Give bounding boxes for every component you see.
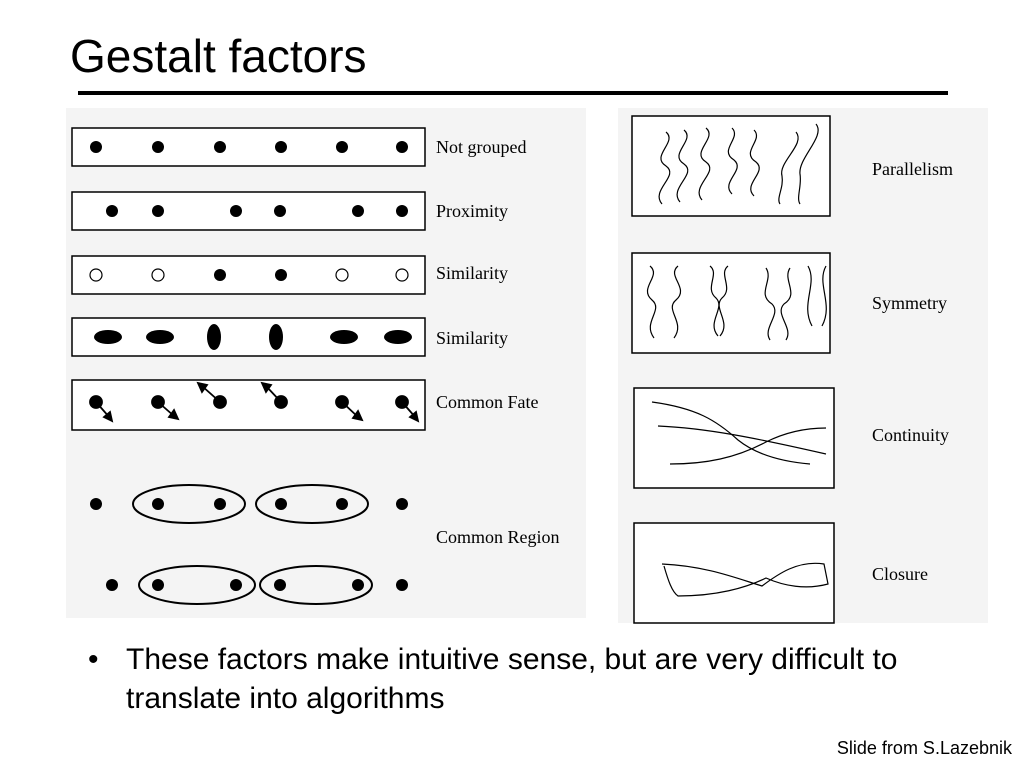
dot <box>352 205 364 217</box>
row-label: Common Fate <box>436 392 539 412</box>
row-box <box>71 191 426 231</box>
dot <box>152 141 164 153</box>
hollow-dot <box>89 268 103 282</box>
dot <box>214 141 226 153</box>
dot <box>230 579 242 591</box>
vertical-ellipse <box>269 324 283 350</box>
row-label: Proximity <box>436 201 508 221</box>
dot <box>90 141 102 153</box>
item-label: Symmetry <box>872 293 947 313</box>
row-label: Similarity <box>436 328 508 348</box>
dot <box>396 205 408 217</box>
dot <box>275 269 287 281</box>
dot <box>274 579 286 591</box>
item-box <box>631 252 831 354</box>
parallelism-item: Parallelism <box>631 115 953 217</box>
hollow-dot <box>151 268 165 282</box>
horizontal-ellipse <box>330 330 358 344</box>
dot <box>152 498 164 510</box>
dot <box>152 579 164 591</box>
symmetry-item: Symmetry <box>631 252 947 354</box>
title-underline <box>78 91 948 95</box>
bullet-text: These factors make intuitive sense, but … <box>126 643 898 715</box>
item-label: Closure <box>872 564 928 584</box>
dot <box>336 141 348 153</box>
hollow-dot <box>395 268 409 282</box>
dot <box>274 205 286 217</box>
item-box <box>633 387 835 489</box>
gestalt-figure: Not grouped Proximity Similarity <box>66 108 988 624</box>
row-label: Similarity <box>436 263 508 283</box>
row-similarity-fill: Similarity <box>71 255 508 295</box>
horizontal-ellipse <box>94 330 122 344</box>
common-region-label: Common Region <box>436 527 560 547</box>
dot <box>214 498 226 510</box>
row-box <box>71 317 426 357</box>
dot <box>396 498 408 510</box>
row-similarity-orientation: Similarity <box>71 317 508 357</box>
vertical-ellipse <box>207 324 221 350</box>
region-ellipse <box>255 484 369 524</box>
dot <box>106 579 118 591</box>
row-common-fate: Common Fate <box>71 379 539 431</box>
region-ellipse <box>138 565 256 605</box>
hollow-dot <box>335 268 349 282</box>
dot <box>352 579 364 591</box>
dot <box>275 141 287 153</box>
dot <box>230 205 242 217</box>
region-ellipse <box>259 565 373 605</box>
dot <box>90 498 102 510</box>
row-label: Not grouped <box>436 137 526 157</box>
item-box <box>631 115 831 217</box>
common-region-group <box>90 484 408 605</box>
item-box <box>633 522 835 624</box>
horizontal-ellipse <box>384 330 412 344</box>
row-not-grouped: Not grouped <box>71 127 526 167</box>
row-box <box>71 379 426 431</box>
dot <box>152 205 164 217</box>
slide-credit: Slide from S.Lazebnik <box>836 738 1012 758</box>
continuity-item: Continuity <box>633 387 949 489</box>
horizontal-ellipse <box>146 330 174 344</box>
dot <box>396 579 408 591</box>
bullet-list: • These factors make intuitive sense, bu… <box>88 640 928 718</box>
closure-item: Closure <box>633 522 928 624</box>
bullet-marker: • <box>88 643 99 676</box>
region-ellipse <box>132 484 246 524</box>
item-label: Parallelism <box>872 159 953 179</box>
dot <box>336 498 348 510</box>
row-box <box>71 127 426 167</box>
item-label: Continuity <box>872 425 949 445</box>
dot <box>396 141 408 153</box>
dot <box>214 269 226 281</box>
dot <box>106 205 118 217</box>
row-box <box>71 255 426 295</box>
slide-title: Gestalt factors <box>70 30 367 82</box>
row-proximity: Proximity <box>71 191 508 231</box>
dot <box>275 498 287 510</box>
